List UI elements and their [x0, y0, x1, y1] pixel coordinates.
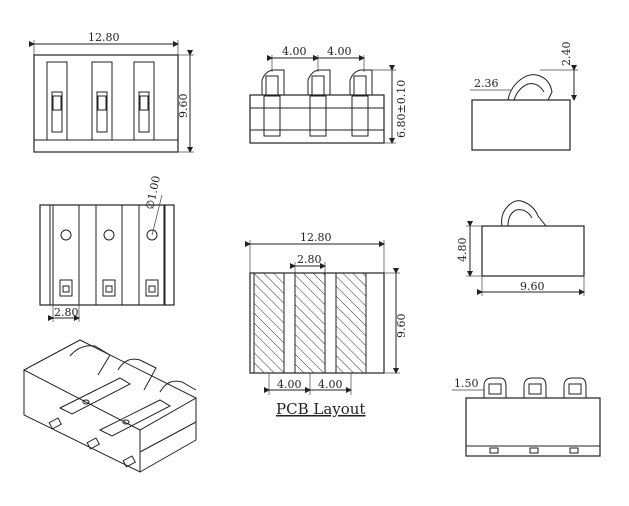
pcb-pitch-right-label: 4.00 [318, 378, 343, 391]
side-view-mid-height-label: 4.80 [456, 238, 469, 263]
side-view-top-height-label: 2.40 [560, 42, 573, 67]
pcb-pad-3 [335, 272, 367, 374]
side-view-mid-width-label: 9.60 [520, 280, 545, 293]
top-view-width-label: 12.80 [88, 31, 120, 44]
bottom-view-slots [52, 204, 166, 306]
pcb-width-label: 12.80 [300, 231, 332, 244]
rear-view: 1.50 [452, 377, 601, 457]
bottom-view: ∅1.00 2.80 [39, 175, 175, 322]
isometric-view [22, 339, 198, 473]
pcb-layout: 12.80 2.80 9.60 4.00 4.00 PCB Layout [245, 231, 408, 418]
front-view-pitch-right-label: 4.00 [327, 45, 352, 58]
top-view: 12.80 9.60 [29, 31, 194, 153]
front-view: 4.00 4.00 6.80±0.10 [249, 45, 408, 144]
pcb-layout-caption: PCB Layout [276, 400, 365, 418]
pcb-pad-width-label: 2.80 [297, 253, 322, 266]
pcb-height-label: 9.60 [395, 314, 408, 339]
front-view-pitch-left-label: 4.00 [282, 45, 307, 58]
top-view-contacts [46, 61, 155, 141]
rear-view-contacts [483, 377, 587, 454]
side-view-mid: 4.80 9.60 [456, 200, 585, 296]
side-view-top-offset-label: 2.36 [474, 77, 499, 90]
top-view-height-label: 9.60 [177, 94, 190, 119]
front-view-contacts [261, 69, 373, 137]
pcb-pad-1 [253, 272, 285, 374]
side-view-top: 2.36 2.40 [470, 42, 578, 151]
pcb-pitch-left-label: 4.00 [277, 378, 302, 391]
bottom-view-pad-width-label: 2.80 [54, 306, 79, 319]
front-view-height-label: 6.80±0.10 [395, 80, 408, 138]
rear-view-contact-label: 1.50 [454, 377, 479, 390]
pcb-pad-2 [294, 272, 326, 374]
